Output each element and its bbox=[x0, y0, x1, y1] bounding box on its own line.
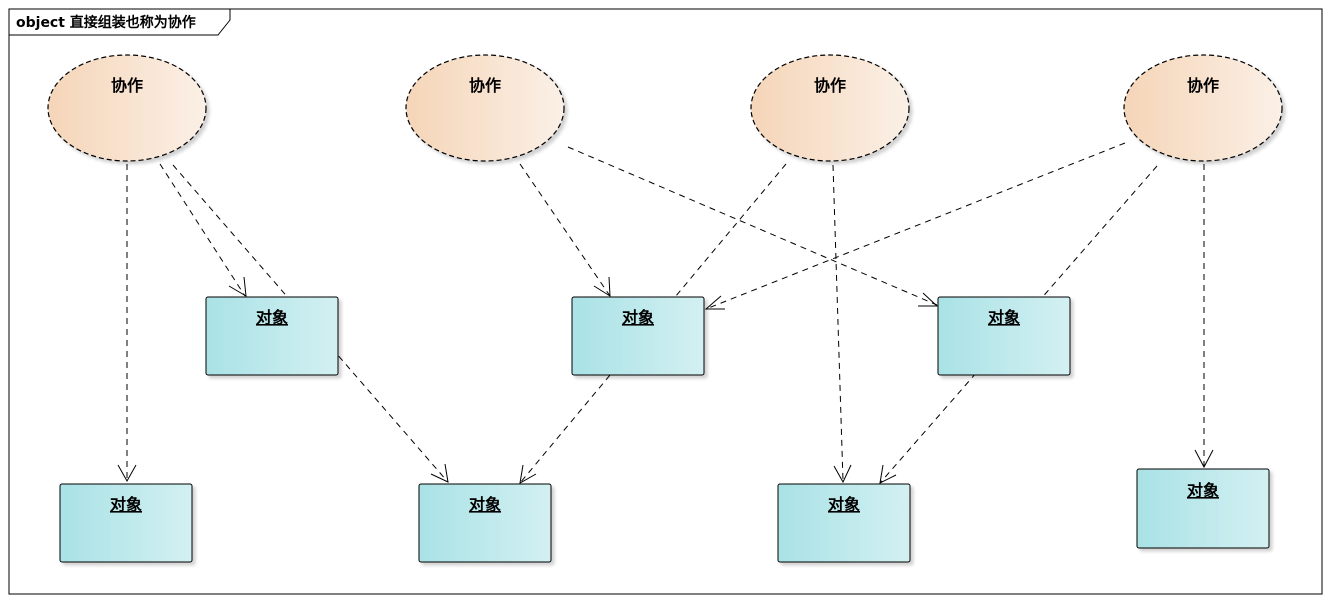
object-label: 对象 bbox=[469, 495, 501, 514]
arrowhead-c2-o3 bbox=[593, 276, 611, 297]
connector-c1-o2[interactable] bbox=[159, 163, 246, 297]
connector-c3-o6[interactable] bbox=[832, 164, 844, 482]
object-node-4[interactable]: 对象 bbox=[937, 296, 1071, 376]
object-node-6[interactable]: 对象 bbox=[777, 483, 911, 563]
collaboration-ellipse bbox=[405, 54, 565, 162]
collaboration-label: 协作 bbox=[1187, 76, 1219, 95]
object-label: 对象 bbox=[828, 495, 860, 514]
arrowhead-c1-o1 bbox=[117, 464, 137, 483]
object-box bbox=[205, 296, 339, 376]
collaboration-ellipse bbox=[47, 54, 207, 162]
collaboration-ellipse bbox=[750, 54, 910, 162]
collaboration-node-2[interactable]: 协作 bbox=[405, 54, 565, 162]
object-label: 对象 bbox=[988, 308, 1020, 327]
connector-c2-o4[interactable] bbox=[567, 146, 938, 306]
object-box bbox=[418, 483, 552, 563]
arrowhead-c1-o5 bbox=[430, 463, 449, 483]
object-box bbox=[937, 296, 1071, 376]
arrowhead-c3-o6 bbox=[833, 464, 852, 484]
arrowhead-c4-o6 bbox=[879, 464, 897, 484]
object-node-3[interactable]: 对象 bbox=[571, 296, 705, 376]
object-label: 对象 bbox=[110, 495, 142, 514]
object-box bbox=[571, 296, 705, 376]
connector-c4-o3[interactable] bbox=[705, 142, 1126, 310]
object-box bbox=[777, 483, 911, 563]
object-node-7[interactable]: 对象 bbox=[1136, 468, 1270, 549]
object-label: 对象 bbox=[256, 308, 288, 327]
object-node-2[interactable]: 对象 bbox=[205, 296, 339, 376]
collaboration-node-1[interactable]: 协作 bbox=[47, 54, 207, 162]
arrowhead-c2-o4 bbox=[918, 292, 939, 307]
object-box bbox=[59, 483, 193, 563]
collaboration-label: 协作 bbox=[111, 76, 143, 95]
object-label: 对象 bbox=[622, 308, 654, 327]
collaboration-node-3[interactable]: 协作 bbox=[750, 54, 910, 162]
collaboration-label: 协作 bbox=[814, 76, 846, 95]
collaboration-ellipse bbox=[1123, 54, 1283, 162]
arrowhead-c1-o2 bbox=[228, 276, 247, 297]
collaboration-node-4[interactable]: 协作 bbox=[1123, 54, 1283, 162]
object-label: 对象 bbox=[1187, 481, 1219, 500]
arrowhead-group bbox=[117, 276, 1214, 484]
object-node-5[interactable]: 对象 bbox=[418, 483, 552, 563]
object-node-1[interactable]: 对象 bbox=[59, 483, 193, 563]
collaboration-label: 协作 bbox=[469, 76, 501, 95]
frame-title: object 直接组装也称为协作 bbox=[16, 14, 196, 31]
connector-c2-o3[interactable] bbox=[519, 163, 611, 297]
object-box bbox=[1136, 468, 1270, 549]
arrowhead-c3-o5 bbox=[519, 464, 537, 484]
arrowhead-c4-o7 bbox=[1194, 449, 1214, 469]
frame-title-tab bbox=[8, 8, 231, 36]
arrowhead-c4-o3 bbox=[704, 295, 725, 310]
connector-c3-o5[interactable] bbox=[519, 163, 787, 484]
